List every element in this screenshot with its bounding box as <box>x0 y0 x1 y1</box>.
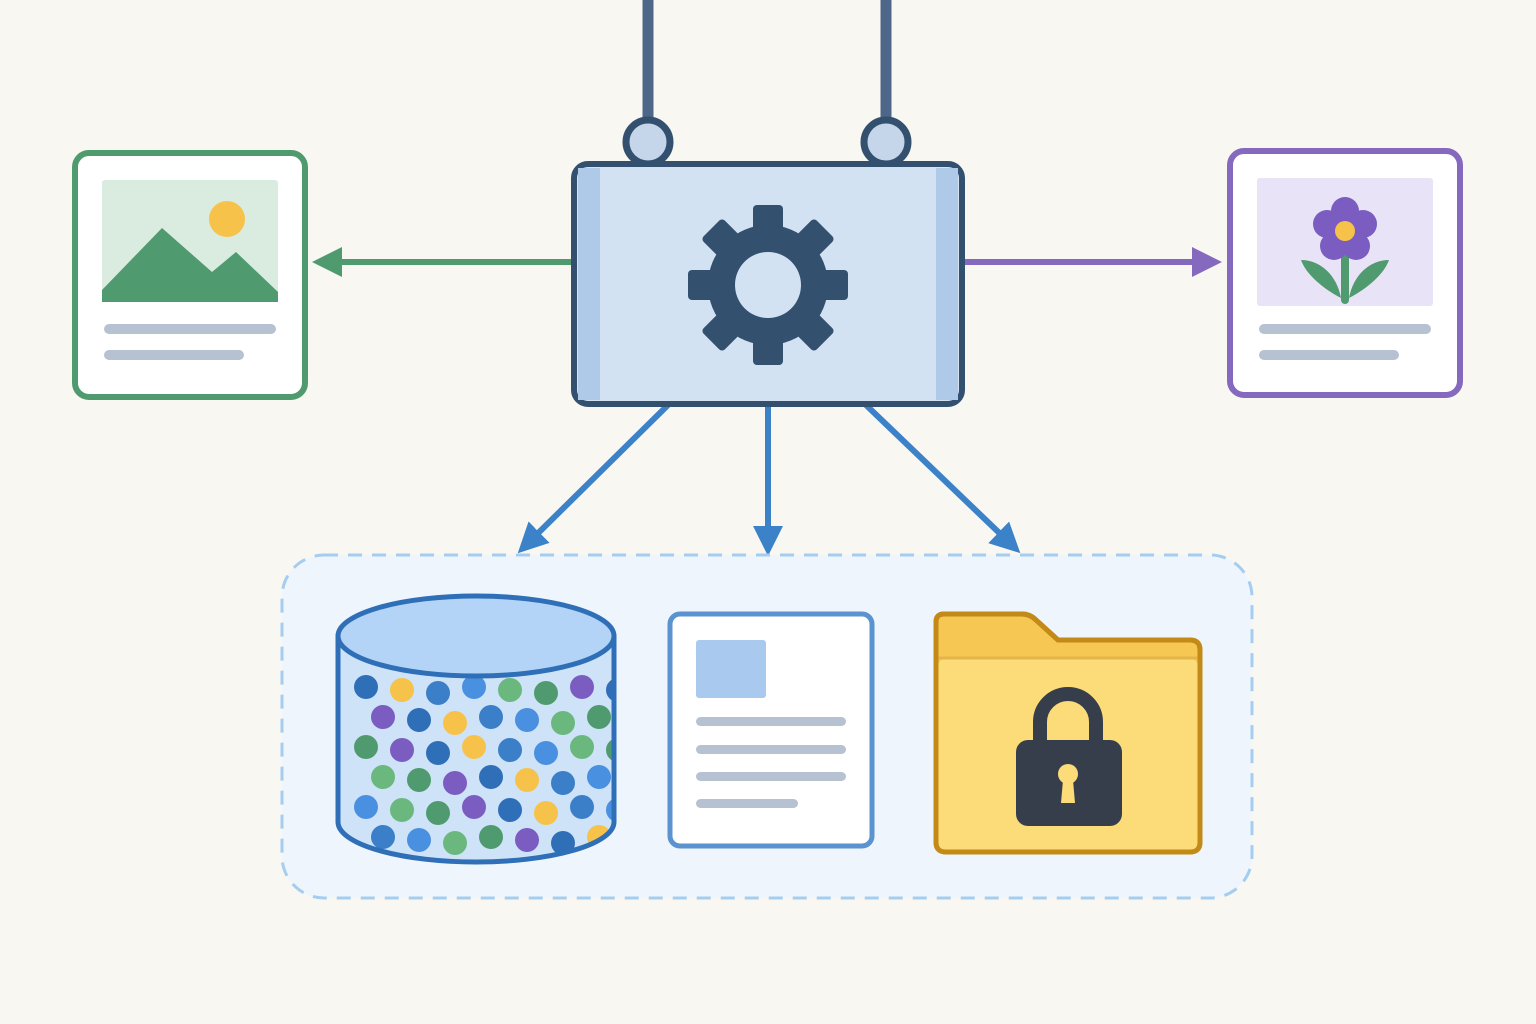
database-dot <box>354 795 378 819</box>
database-dot <box>479 705 503 729</box>
lock-icon <box>1016 687 1122 826</box>
document-icon <box>667 611 875 849</box>
text-line <box>1259 324 1431 334</box>
database-dot <box>498 678 522 702</box>
database-dot <box>407 828 431 852</box>
text-line <box>1259 350 1399 360</box>
database-dot <box>443 831 467 855</box>
text-line <box>696 745 846 754</box>
text-line <box>104 324 276 334</box>
flower-icon <box>1301 197 1389 304</box>
database-dot <box>498 738 522 762</box>
locked-folder-icon <box>933 611 1203 855</box>
database-dot <box>407 708 431 732</box>
database-dot <box>426 741 450 765</box>
landscape-icon <box>102 180 278 302</box>
database-dot <box>534 801 558 825</box>
arrow-to-database <box>517 402 671 554</box>
database-dot <box>587 705 611 729</box>
database-dot <box>515 768 539 792</box>
database-dot <box>426 681 450 705</box>
database-dot <box>587 765 611 789</box>
database-dot <box>515 708 539 732</box>
database-dot <box>390 798 414 822</box>
database-dot <box>371 765 395 789</box>
database-dot <box>515 828 539 852</box>
database-dot <box>371 705 395 729</box>
image-card <box>72 150 308 400</box>
database-dot <box>462 795 486 819</box>
database-dot <box>551 711 575 735</box>
database-dot <box>479 765 503 789</box>
database-dot <box>534 681 558 705</box>
text-line <box>696 717 846 726</box>
database-dot <box>498 798 522 822</box>
text-line <box>104 350 244 360</box>
database-dot <box>462 675 486 699</box>
database-dot <box>426 801 450 825</box>
database-dot <box>354 675 378 699</box>
database-dot <box>443 771 467 795</box>
database-dot <box>371 825 395 849</box>
text-line <box>696 799 798 808</box>
sun-icon <box>209 201 245 237</box>
input-cable-left <box>622 0 674 168</box>
database-icon <box>335 593 617 865</box>
database-dot <box>407 768 431 792</box>
database-dot <box>570 735 594 759</box>
input-cable-right <box>860 0 912 168</box>
arrow-to-locked-folder <box>863 402 1021 554</box>
text-line <box>696 772 846 781</box>
database-dot <box>390 738 414 762</box>
database-dot <box>479 825 503 849</box>
database-dot <box>534 741 558 765</box>
database-dot <box>354 735 378 759</box>
database-dot <box>570 675 594 699</box>
database-dot <box>570 795 594 819</box>
database-dot <box>462 735 486 759</box>
processing-hub <box>571 161 965 407</box>
database-dot <box>443 711 467 735</box>
gear-icon <box>688 205 848 365</box>
database-dot <box>551 771 575 795</box>
database-dot <box>390 678 414 702</box>
flower-card <box>1227 148 1463 398</box>
